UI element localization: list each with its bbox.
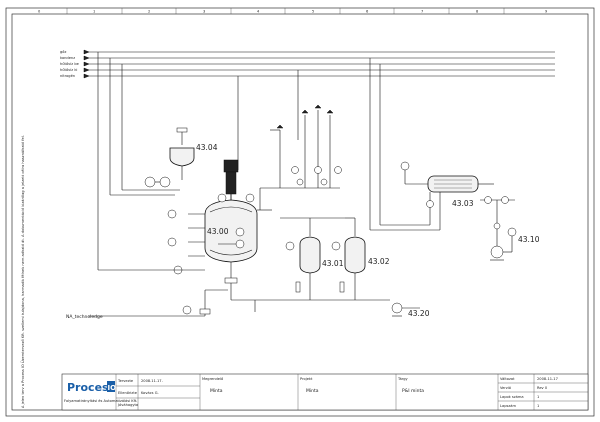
tank-43-04: 43.04 bbox=[144, 127, 218, 188]
tag-43-10: 43.10 bbox=[518, 235, 540, 244]
tag-43-00: 43.00 bbox=[207, 227, 229, 236]
column-label: 8 bbox=[476, 10, 479, 14]
tag-43-20: 43.20 bbox=[408, 309, 430, 318]
column-label: 7 bbox=[421, 10, 423, 14]
column-label: 1 bbox=[93, 10, 95, 14]
megrendelo-value: Minta bbox=[210, 388, 223, 394]
condenser-43-03: 43.03 bbox=[400, 161, 515, 230]
projekt-value: Minta bbox=[306, 388, 319, 394]
row-value: 2008.11.17. bbox=[141, 379, 163, 383]
outer-frame bbox=[5, 7, 595, 417]
inner-frame bbox=[11, 13, 589, 411]
receiver-43-02: 43.02 bbox=[331, 236, 390, 300]
row-label: Jóváhagyta bbox=[117, 403, 138, 407]
right-row-value: 1 bbox=[537, 395, 539, 399]
copyright-note: A jelen terv a Process IO Üzemtervező Kf… bbox=[20, 135, 25, 408]
right-row-value: Rev 0 bbox=[537, 386, 548, 390]
company-logo-io: IO bbox=[108, 384, 117, 392]
right-row-label: Lapok száma bbox=[500, 395, 524, 399]
row-label: Tervezte bbox=[117, 379, 134, 383]
targy-value: P&I minta bbox=[402, 388, 424, 394]
title-block: Process IO Folyamatirányítási és Automat… bbox=[61, 373, 589, 411]
column-label: 0 bbox=[38, 10, 41, 14]
company-logo: Process bbox=[67, 381, 116, 394]
tag-43-02: 43.02 bbox=[368, 257, 390, 266]
receiver-43-01: 43.01 bbox=[280, 217, 356, 300]
pump-43-10: 43.10 bbox=[490, 200, 540, 261]
utility-drops bbox=[97, 52, 440, 270]
right-row-value: 2008-11-17 bbox=[537, 377, 558, 381]
company-name: Folyamatirányítási és Automatizálási Kft… bbox=[64, 399, 137, 403]
reactor-43-00: 43.00 bbox=[98, 159, 272, 300]
right-row-label: Változat bbox=[500, 377, 515, 381]
feed-lines bbox=[259, 104, 342, 210]
column-label: 3 bbox=[203, 10, 205, 14]
utility-lines: gőz kondenz hűtővíz be hűtővíz ki nitrog… bbox=[60, 49, 555, 79]
column-label: 9 bbox=[545, 10, 548, 14]
column-dividers bbox=[66, 8, 505, 14]
column-label: 5 bbox=[312, 10, 314, 14]
process-line-label: NA_technoledge bbox=[66, 314, 103, 320]
row-label: Ellenőrizte bbox=[118, 391, 138, 395]
utility-label: kondenz bbox=[60, 56, 75, 60]
utility-label: hűtővíz ki bbox=[60, 68, 77, 72]
megrendelo-label: Megrendelő bbox=[202, 377, 223, 381]
pump-43-20: 43.20 NA_technoledge bbox=[66, 289, 430, 320]
projekt-label: Projekt bbox=[300, 377, 313, 381]
right-row-label: Lapszám bbox=[500, 404, 516, 408]
utility-label: hűtővíz be bbox=[60, 62, 80, 66]
column-label: 6 bbox=[366, 10, 369, 14]
column-labels: 0 1 2 3 4 5 6 7 8 9 bbox=[38, 10, 548, 14]
utility-label: gőz bbox=[60, 50, 66, 54]
targy-label: Tárgy bbox=[397, 377, 408, 381]
right-row-label: Verzió bbox=[500, 386, 511, 390]
column-label: 4 bbox=[257, 10, 260, 14]
tag-43-04: 43.04 bbox=[196, 143, 218, 152]
row-value: Kovács G. bbox=[141, 391, 159, 395]
tag-43-03: 43.03 bbox=[452, 199, 474, 208]
utility-label: nitrogén bbox=[60, 74, 75, 78]
right-row-value: 1 bbox=[537, 404, 539, 408]
column-label: 2 bbox=[148, 10, 150, 14]
tag-43-01: 43.01 bbox=[322, 259, 344, 268]
